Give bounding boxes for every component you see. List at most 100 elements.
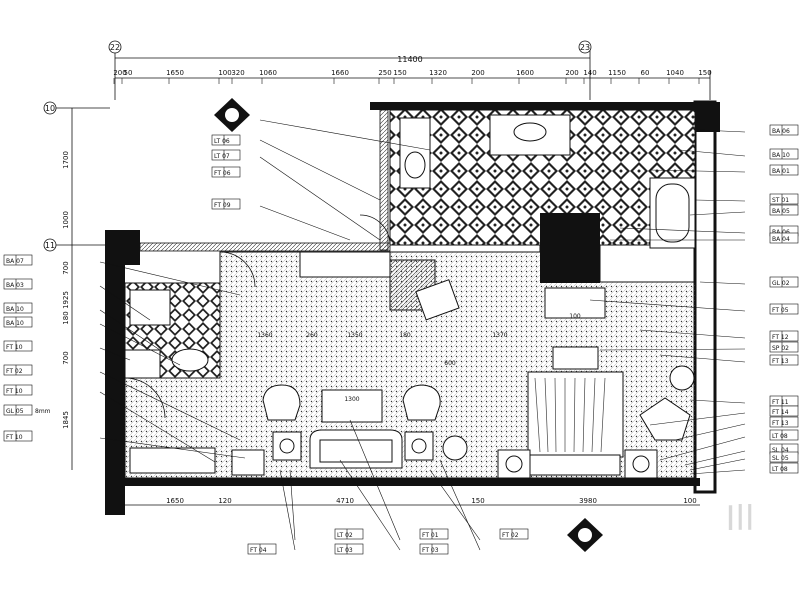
tag-code: FT 03 — [422, 547, 439, 554]
dim-top-label: 1600 — [516, 69, 534, 77]
tag-code: FT 10 — [6, 388, 23, 395]
svg-text:23: 23 — [580, 43, 590, 52]
dim-top-label: 150 — [698, 69, 711, 77]
material-tag: BA 01 — [769, 164, 799, 176]
material-tag: FT 06 — [211, 166, 241, 178]
tag-code: FT 13 — [772, 420, 789, 427]
material-tag: BA 10 — [3, 316, 33, 328]
dim-top-label: 1650 — [166, 69, 184, 77]
material-tag: LT 07 — [211, 149, 241, 161]
tag-code: LT 07 — [214, 153, 230, 160]
material-tag: BA 07 — [3, 254, 33, 266]
svg-text:22: 22 — [110, 43, 120, 52]
tag-code: BA 10 — [772, 152, 790, 159]
material-tag: BA 10 — [769, 148, 799, 160]
toilet — [399, 117, 431, 189]
dim-left-label: 1700 — [62, 151, 70, 169]
coffee-table: 1300 — [321, 389, 383, 423]
floor-lamp — [669, 365, 695, 391]
tag-code: FT 02 — [502, 532, 519, 539]
material-tag: FT 10 — [3, 430, 33, 442]
tag-code: BA 04 — [772, 236, 790, 243]
grid-bubble-23: 23 — [578, 40, 592, 54]
wall-column-left — [105, 230, 140, 265]
svg-text:10: 10 — [45, 104, 55, 113]
leader-lines — [99, 119, 746, 551]
tag-code: FT 12 — [772, 334, 789, 341]
left-material-tags: BA 07 BA 03 BA 10 BA 10 FT 10 FT 02 FT 10 GL 05… — [3, 254, 51, 442]
tag-code: BA 01 — [772, 168, 790, 175]
dim-left-label: 1000 — [62, 211, 70, 229]
left-dimension-chain — [50, 107, 110, 470]
tag-code: FT 06 — [214, 170, 231, 177]
dim-left-label: 700 — [62, 351, 70, 364]
material-tag: ST 01 — [769, 193, 799, 205]
tag-code: FT 10 — [6, 344, 23, 351]
lounge-chair — [639, 397, 691, 441]
material-tag: FT 10 — [3, 340, 33, 352]
planter — [442, 435, 468, 461]
material-tag: FT 13 — [769, 354, 799, 366]
grid-bubble-22: 22 — [108, 40, 122, 54]
tag-code: SL 05 — [772, 455, 789, 462]
material-tag: LT 03 — [334, 543, 364, 555]
tag-code: FT 01 — [422, 532, 439, 539]
dim-bottom-label: 1650 — [166, 497, 184, 505]
sofa — [309, 429, 403, 469]
material-tag: BA 06 — [769, 124, 799, 136]
dim-top-label: 200 — [113, 69, 126, 77]
tag-code: GL 02 — [772, 280, 790, 287]
tag-code: FT 04 — [250, 547, 267, 554]
material-tag: LT 02 — [334, 528, 364, 540]
section-callout-bottom — [567, 518, 603, 552]
dim-bottom-label: 3980 — [579, 497, 597, 505]
dim-bottom-label: 100 — [683, 497, 696, 505]
wash-basin — [489, 114, 571, 156]
material-tag: FT 14 — [769, 405, 799, 417]
dim-top-label: 50 — [124, 69, 133, 77]
structural-column — [540, 213, 600, 283]
tag-code: LT 03 — [337, 547, 353, 554]
plan-dim-label: 100 — [569, 313, 581, 320]
dim-left-label: 1925 — [62, 291, 70, 309]
bottom-material-tags: LT 02 FT 01 FT 02 LT 03 FT 04 FT 03 — [247, 528, 529, 555]
door-swings — [124, 214, 391, 419]
tag-code: FT 13 — [772, 358, 789, 365]
tag-code: LT 08 — [772, 466, 788, 473]
material-tag: BA 05 — [769, 204, 799, 216]
material-tag: FT 03 — [419, 543, 449, 555]
dim-top-label: 200 — [471, 69, 484, 77]
tag-code: SP 02 — [772, 345, 789, 352]
svg-text:11: 11 — [45, 241, 55, 250]
tag-code: SL 04 — [772, 447, 789, 454]
entry-bench — [129, 447, 265, 476]
dim-top-label: 320 — [231, 69, 244, 77]
plan-dim-label: 1350 — [347, 332, 362, 339]
tag-code: FT 02 — [6, 368, 23, 375]
dim-total: 11400 — [397, 55, 422, 64]
material-tag: FT 11 — [769, 395, 799, 407]
tag-note: 8mm — [35, 408, 51, 415]
exterior-walls — [105, 100, 720, 515]
plan-dim-label: 260 — [306, 332, 318, 339]
dim-top-label: 100 — [218, 69, 231, 77]
material-tag: FT 02 — [3, 364, 33, 376]
watermark: Ill — [726, 499, 755, 539]
small-bath-fixtures — [124, 289, 209, 379]
tag-code: BA 03 — [6, 282, 24, 289]
dim-top-label: 1060 — [259, 69, 277, 77]
material-tag: BA 03 — [3, 278, 33, 290]
dim-left-label: 700 — [62, 261, 70, 274]
armchair-left — [262, 384, 301, 421]
material-tag: BA 04 — [769, 232, 799, 244]
tag-code: LT 08 — [772, 433, 788, 440]
section-callout-top — [214, 98, 250, 132]
dim-left-label: 1845 — [62, 411, 70, 429]
armchair-right — [402, 384, 441, 421]
material-tag: BA 10 — [3, 302, 33, 314]
